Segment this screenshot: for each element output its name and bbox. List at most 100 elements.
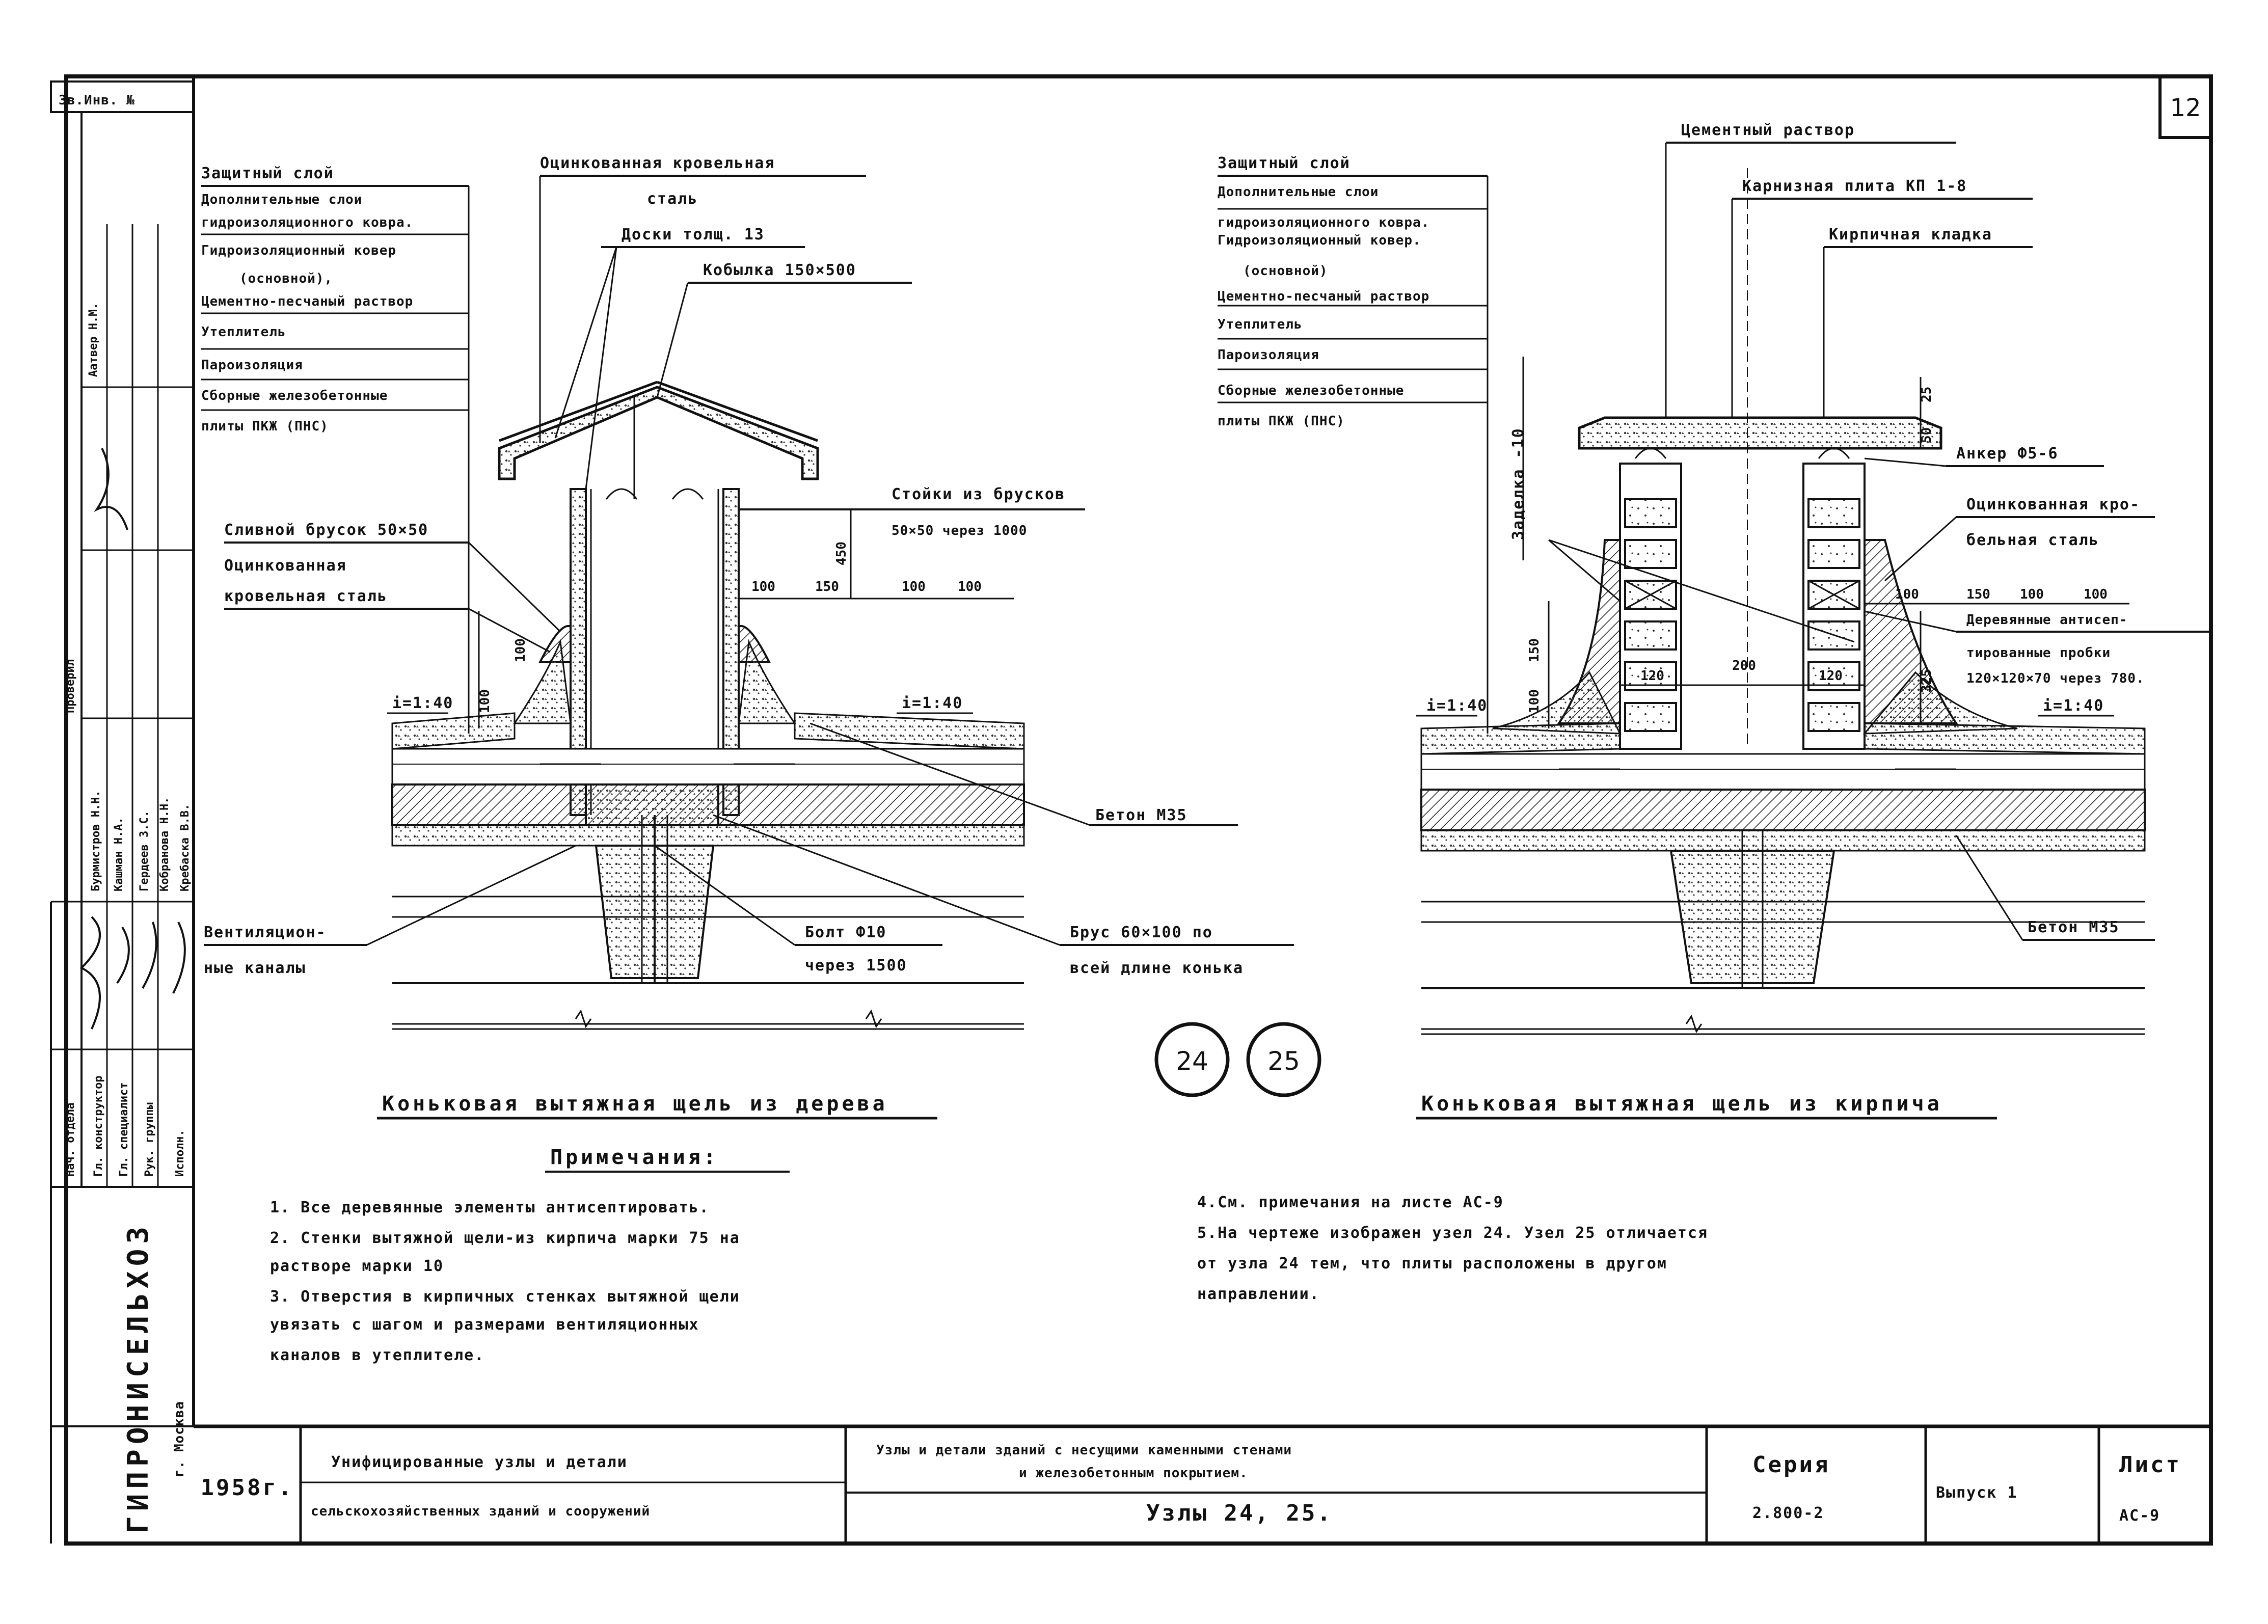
right-layer-9: Сборные железобетонные <box>1218 383 1404 398</box>
tb-unified-2: сельскохозяйственных зданий и сооружений <box>311 1504 650 1519</box>
stamp-inv: Зв.Инв. № <box>59 93 135 108</box>
left-bar: Сливной брусок 50×50 <box>224 521 428 539</box>
left-layer-9: Сборные железобетонные <box>201 388 388 403</box>
right-zinc-2: бельная сталь <box>1966 531 2099 549</box>
left-layer-2: Дополнительные слои <box>201 192 362 207</box>
org-city: г. Москва <box>172 1401 187 1477</box>
strip-checked: Проверил <box>64 659 77 713</box>
svg-text:100: 100 <box>477 689 493 713</box>
left-bolt: Болт Ф10 <box>805 924 887 941</box>
tb-series-label: Серия <box>1752 1452 1830 1478</box>
svg-text:150: 150 <box>1527 638 1542 662</box>
left-layer-3: гидроизоляционного ковра. <box>201 215 413 230</box>
right-slope-l: i=1:40 <box>1426 697 1488 715</box>
strip-col-2: Бурмистров Н.Н. <box>90 790 102 891</box>
title-right: Коньковая вытяжная щель из кирпича <box>1421 1092 1942 1116</box>
left-roof-protective <box>391 712 1025 750</box>
right-mortar: Цементный раствор <box>1681 121 1855 139</box>
svg-text:450: 450 <box>834 542 849 565</box>
left-layer-1: Защитный слой <box>201 165 334 182</box>
left-kobylka: Кобылка 150×500 <box>703 261 856 279</box>
strip-role-5: Исполн. <box>174 1129 186 1177</box>
sheet-number-box: 12 <box>2158 75 2212 139</box>
left-boards: Доски толщ. 13 <box>622 226 765 243</box>
tb-subject-1: Узлы и детали зданий с несущими каменным… <box>876 1443 1292 1458</box>
svg-text:120: 120 <box>1640 668 1664 684</box>
left-vent-2: ные каналы <box>204 959 306 977</box>
tb-issue: Выпуск 1 <box>1936 1484 2018 1502</box>
title-left: Коньковая вытяжная щель из дерева <box>382 1092 888 1116</box>
svg-text:100: 100 <box>513 638 528 662</box>
right-layer-4: Гидроизоляционный ковер. <box>1218 233 1421 248</box>
tb-series: 2.800-2 <box>1752 1504 1824 1522</box>
right-layer-3: гидроизоляционного ковра. <box>1218 215 1429 230</box>
note-2b: растворе марки 10 <box>270 1257 444 1275</box>
left-zinc-steel-2: сталь <box>647 190 698 208</box>
left-stamp-strip: Зв.Инв. № Аатвер Н.М. Бурмистров Н.Н. Ка… <box>50 80 195 1544</box>
right-plugs-2: тированные пробки <box>1966 645 2111 661</box>
roof-cap <box>498 386 819 480</box>
note-2: 2. Стенки вытяжной щели-из кирпича марки… <box>270 1229 740 1247</box>
right-zadelka: Заделка -10 <box>1509 427 1527 540</box>
right-slope-r: i=1:40 <box>2043 697 2104 715</box>
svg-text:325: 325 <box>1919 669 1934 693</box>
left-beton: Бетон М35 <box>1095 806 1187 824</box>
left-dimensions: 100 150 100 100 450 100 100 <box>392 509 1024 1030</box>
tb-sheet: АС-9 <box>2119 1507 2160 1525</box>
strip-col-3: Кашман Н.А. <box>113 817 125 891</box>
node-24-circle <box>1154 1022 1230 1097</box>
svg-text:100: 100 <box>751 579 775 594</box>
tb-sheet-label: Лист <box>2119 1452 2181 1478</box>
svg-text:120: 120 <box>1819 668 1843 684</box>
strip-col-4: Гердеев З.С. <box>138 810 151 891</box>
svg-text:100: 100 <box>902 579 926 594</box>
svg-text:100: 100 <box>1895 587 1919 602</box>
right-detail: Защитный слой Дополнительные слои гидрои… <box>1218 121 2211 1035</box>
tb-unified-1: Унифицированные узлы и детали <box>331 1453 628 1471</box>
left-layer-8: Пароизоляция <box>201 358 303 373</box>
right-anchor: Анкер Ф5-6 <box>1956 445 2059 463</box>
notes: Примечания: 1. Все деревянные элементы а… <box>270 1146 1707 1364</box>
tb-nodes: Узлы 24, 25. <box>1146 1500 1333 1526</box>
left-layer-10: плиты ПКЖ (ПНС) <box>201 419 329 434</box>
note-4: 4.См. примечания на листе АС-9 <box>1197 1194 1504 1211</box>
right-layer-table: Защитный слой Дополнительные слои гидрои… <box>1218 154 1489 734</box>
svg-text:50: 50 <box>1919 427 1934 443</box>
right-dimensions: 25 50 150 100 100 100 120 200 120 325 15… <box>1421 377 2145 1035</box>
title-block: 1958г. Унифицированные узлы и детали сел… <box>194 1424 2211 1546</box>
svg-text:200: 200 <box>1732 658 1756 673</box>
svg-text:100: 100 <box>2084 587 2108 602</box>
org-name: ГИПРОНИСЕЛЬХОЗ <box>122 1222 155 1533</box>
signature-2 <box>79 916 186 1030</box>
right-layer-6: Цементно-песчаный раствор <box>1218 289 1429 304</box>
right-zinc: Оцинкованная кро- <box>1966 496 2140 513</box>
svg-text:100: 100 <box>2020 587 2044 602</box>
left-posts: Стойки из брусков <box>892 485 1065 503</box>
left-layer-7: Утеплитель <box>201 324 286 340</box>
left-zinc2: Оцинкованная <box>224 557 347 575</box>
left-bolt-2: через 1500 <box>805 957 907 975</box>
right-layer-5: (основной) <box>1243 263 1328 279</box>
left-layer-6: Цементно-песчаный раствор <box>201 294 413 309</box>
right-plugs-3: 120×120×70 через 780. <box>1966 671 2145 686</box>
brick-columns <box>1619 463 1866 750</box>
note-3b: увязать с шагом и размерами вентиляционн… <box>270 1316 699 1334</box>
right-masonry: Кирпичная кладка <box>1829 226 1992 243</box>
node-25: 25 <box>1267 1046 1300 1076</box>
left-vent-1: Вентиляцион- <box>204 924 327 941</box>
right-plate: Карнизная плита КП 1-8 <box>1742 177 1967 195</box>
svg-text:25: 25 <box>1919 387 1934 402</box>
right-plugs: Деревянные антисеп- <box>1966 612 2127 628</box>
note-5b: от узла 24 тем, что плиты расположены в … <box>1197 1255 1667 1273</box>
right-layer-8: Пароизоляция <box>1218 347 1319 363</box>
sheet-number: 12 <box>2170 94 2201 122</box>
node-24: 24 <box>1176 1046 1208 1076</box>
strip-col-1: Аатвер Н.М. <box>87 303 100 377</box>
strip-col-6: Кребаска В.В. <box>179 804 192 891</box>
cornice-plate <box>1578 416 1942 450</box>
left-insulation <box>391 748 1025 786</box>
left-detail: Защитный слой Дополнительные слои гидрои… <box>201 154 1294 1030</box>
note-1: 1. Все деревянные элементы антисептирова… <box>270 1199 710 1216</box>
left-layer-table: Защитный слой Дополнительные слои гидрои… <box>201 165 470 734</box>
right-beton: Бетон М35 <box>2028 918 2120 936</box>
